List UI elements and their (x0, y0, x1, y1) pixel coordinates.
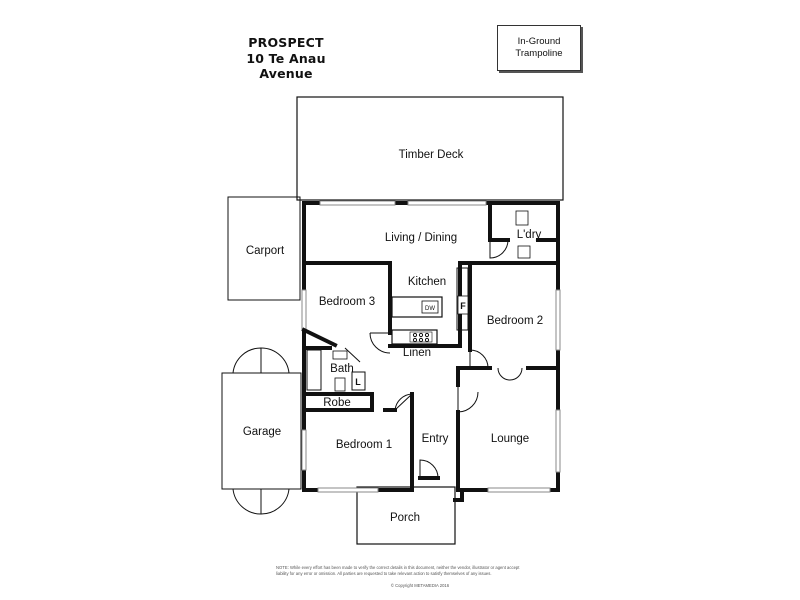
timber-deck-outline (296, 96, 564, 201)
linen-cupboard (351, 371, 366, 391)
window-bedroom3 (301, 289, 307, 331)
label-bedroom1: Bedroom 1 (336, 439, 392, 451)
garage-door-top-left (232, 347, 262, 374)
disclaimer-text: NOTE: While every effort has been made t… (276, 565, 520, 576)
wall-bedroom3-north-east (302, 261, 392, 335)
wall-bedroom3-diagonal (301, 327, 338, 348)
label-fridge: F (460, 301, 466, 311)
label-bath: Bath (330, 363, 354, 375)
window-bedroom1 (317, 487, 379, 493)
window-bedroom2 (555, 289, 561, 351)
burner-icon (418, 337, 424, 343)
wall-laundry-west (488, 201, 510, 242)
wall-robe-south (302, 392, 374, 412)
door-bedroom1 (394, 393, 413, 411)
carport-outline (227, 196, 301, 301)
bathtub (306, 349, 322, 391)
label-laundry: L'dry (517, 229, 542, 241)
label-carport: Carport (246, 245, 285, 257)
door-bath (344, 347, 361, 363)
window-lounge-front (487, 487, 551, 493)
trampoline-stamp: In-Ground Trampoline (497, 25, 581, 71)
label-kitchen: Kitchen (408, 276, 446, 288)
copyright-text: © Copyright METAMEDIA 2016 (390, 583, 450, 588)
door-lounge (457, 385, 479, 413)
garage-door-bottom-right (260, 488, 290, 515)
label-garage: Garage (243, 426, 281, 438)
kitchen-island (391, 296, 443, 318)
burner-icon (418, 332, 424, 338)
bath-toilet (334, 377, 346, 392)
door-entry (419, 459, 439, 479)
window-lounge (555, 409, 561, 473)
fridge-space (457, 295, 469, 315)
laundry-toilet (515, 210, 529, 226)
label-bedroom3: Bedroom 3 (319, 296, 375, 308)
label-bedroom2: Bedroom 2 (487, 315, 543, 327)
garage-door-top-right (260, 347, 290, 374)
window-living-2 (407, 200, 487, 206)
label-porch: Porch (390, 512, 420, 524)
label-lounge: Lounge (491, 433, 529, 445)
dishwasher (421, 300, 439, 314)
door-laundry (489, 239, 509, 259)
stamp-line-1: In-Ground (517, 36, 561, 47)
address-title: 10 Te Anau Avenue (246, 51, 326, 81)
door-bedroom2 (469, 349, 489, 369)
door-bedroom3 (369, 332, 391, 354)
porch-outline (356, 486, 456, 545)
burner-icon (424, 337, 430, 343)
stamp-line-2: Trampoline (515, 48, 563, 59)
window-living-1 (319, 200, 396, 206)
window-bedroom1-side (301, 429, 307, 471)
kitchen-bench (391, 329, 438, 345)
label-linen-cupboard: L (355, 377, 361, 387)
laundry-tub (517, 245, 531, 259)
burner-icon (412, 332, 418, 338)
suburb-title: PROSPECT (248, 35, 324, 50)
door-lounge-double (497, 367, 523, 381)
exterior-wall-step (453, 488, 464, 502)
label-timber-deck: Timber Deck (399, 149, 464, 161)
label-dishwasher: DW (425, 306, 435, 312)
burner-icon (424, 332, 430, 338)
label-robe: Robe (323, 397, 351, 409)
burner-icon (412, 337, 418, 343)
label-living-dining: Living / Dining (385, 232, 457, 244)
bath-vanity (332, 350, 348, 360)
label-linen: Linen (403, 347, 431, 359)
garage-door-bottom-left (232, 488, 262, 515)
label-entry: Entry (422, 433, 449, 445)
